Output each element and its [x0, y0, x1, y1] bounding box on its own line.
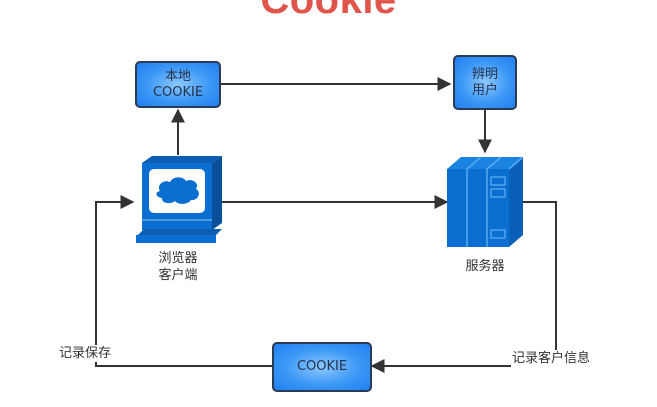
computer-monitor-icon — [136, 156, 222, 243]
node-identify-user: 辨明 用户 — [453, 55, 517, 110]
server-rack-icon — [447, 156, 524, 247]
node-local-cookie-line2: COOKIE — [152, 84, 204, 100]
edge-server-to-cookie — [370, 201, 557, 373]
node-cookie: COOKIE — [272, 342, 372, 392]
edge-cookie-to-browser — [95, 195, 272, 367]
node-cookie-label: COOKIE — [296, 359, 348, 374]
edge-label-record-save: 记录保存 — [58, 345, 113, 362]
node-browser-client-label: 浏览器 客户端 — [140, 250, 216, 284]
node-local-cookie-line1: 本地 — [164, 68, 191, 84]
node-server-label: 服务器 — [465, 259, 505, 274]
node-browser-client-line2: 客户端 — [158, 268, 198, 283]
edge-label-record-client-info: 记录客户信息 — [511, 350, 592, 367]
diagram-title: Cookie — [260, 0, 397, 22]
node-browser-client-line1: 浏览器 — [158, 251, 198, 266]
node-identify-user-line2: 用户 — [471, 82, 498, 98]
node-identify-user-line1: 辨明 — [471, 66, 498, 82]
node-local-cookie: 本地 COOKIE — [135, 61, 221, 108]
